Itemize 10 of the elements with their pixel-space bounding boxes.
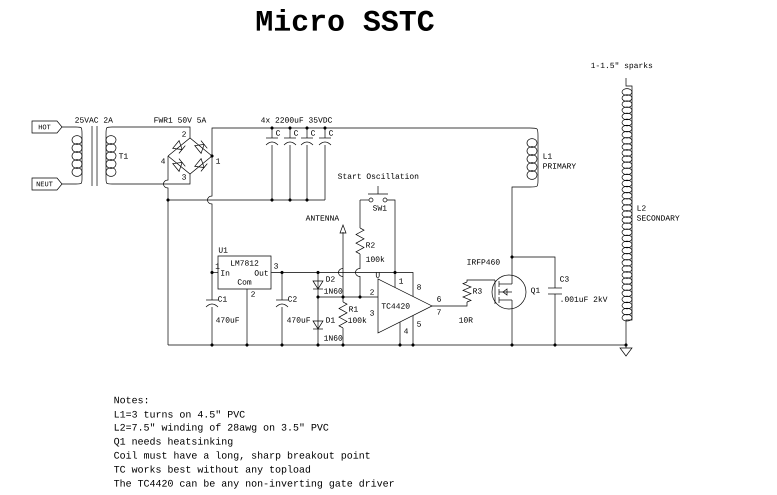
note-line: The TC4420 can be any non-inverting gate driver (114, 479, 394, 489)
note-line: TC works best without any topload (114, 465, 310, 475)
wire (62, 126, 82, 184)
wire (271, 272, 414, 297)
note-line: L2=7.5" winding of 28awg on 3.5" PVC (114, 423, 328, 433)
note-line: Notes: (114, 396, 148, 404)
note-line: L1=3 turns on 4.5" PVC (114, 410, 245, 418)
note-line: Q1 needs heatsinking (114, 437, 232, 447)
note-line: Coil must have a long, sharp breakout point (114, 451, 370, 461)
title: Micro SSTC (256, 9, 434, 31)
